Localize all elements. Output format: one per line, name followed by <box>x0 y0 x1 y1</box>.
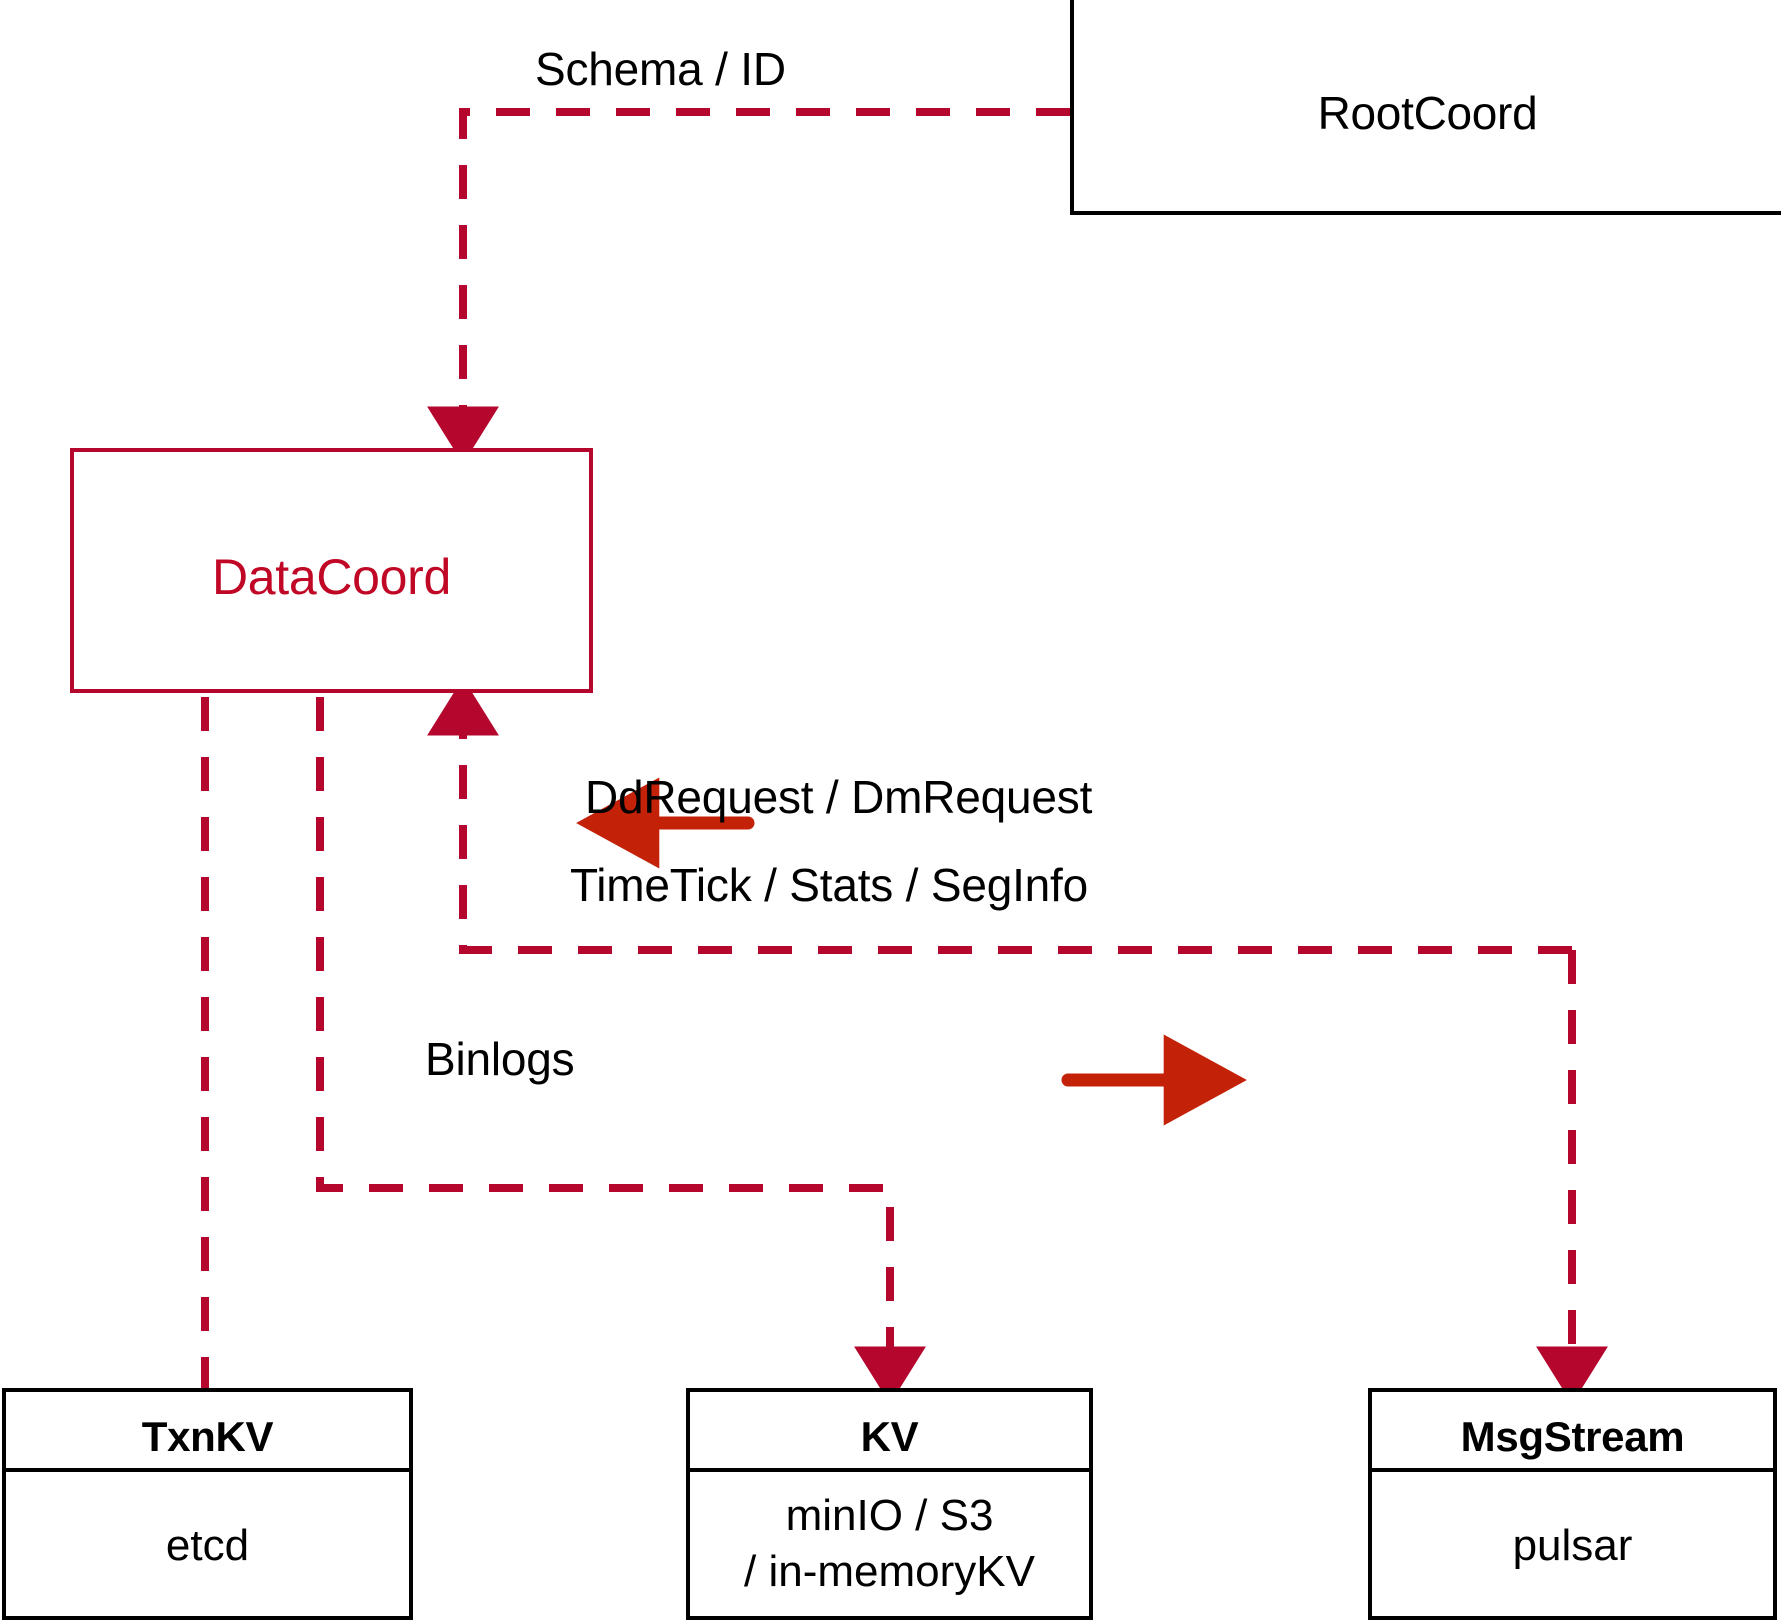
node-msgstream-impl: pulsar <box>1512 1521 1633 1570</box>
edge-schema-id <box>427 108 1070 464</box>
node-txnkv-impl: etcd <box>165 1521 250 1570</box>
edge-label-schema-id: Schema / ID <box>535 43 786 95</box>
node-kv[interactable]: KV minIO / S3 / in-memoryKV <box>686 1388 1093 1620</box>
edge-label-ddrequest-dmrequest: DdRequest / DmRequest <box>585 771 1093 823</box>
edge-ddrequest-dmrequest <box>427 678 1572 954</box>
node-txnkv-divider <box>6 1468 409 1472</box>
node-msgstream[interactable]: MsgStream pulsar <box>1368 1388 1777 1620</box>
node-txnkv-label: TxnKV <box>141 1413 274 1460</box>
node-kv-divider <box>690 1468 1089 1472</box>
node-kv-impl-line1: minIO / S3 <box>785 1491 994 1540</box>
node-rootcoord[interactable]: RootCoord <box>1070 0 1781 215</box>
edge-label-timetick-stats-seginfo: TimeTick / Stats / SegInfo <box>570 859 1089 911</box>
node-kv-label: KV <box>860 1413 919 1460</box>
node-rootcoord-label: RootCoord <box>1317 87 1538 139</box>
node-kv-impl-line2: / in-memoryKV <box>744 1547 1035 1596</box>
edge-label-binlogs: Binlogs <box>425 1033 575 1085</box>
node-datacoord[interactable]: DataCoord <box>70 448 593 693</box>
node-txnkv[interactable]: TxnKV etcd <box>2 1388 413 1620</box>
node-datacoord-label: DataCoord <box>211 549 452 605</box>
node-msgstream-label: MsgStream <box>1460 1413 1685 1460</box>
node-msgstream-divider <box>1372 1468 1773 1472</box>
